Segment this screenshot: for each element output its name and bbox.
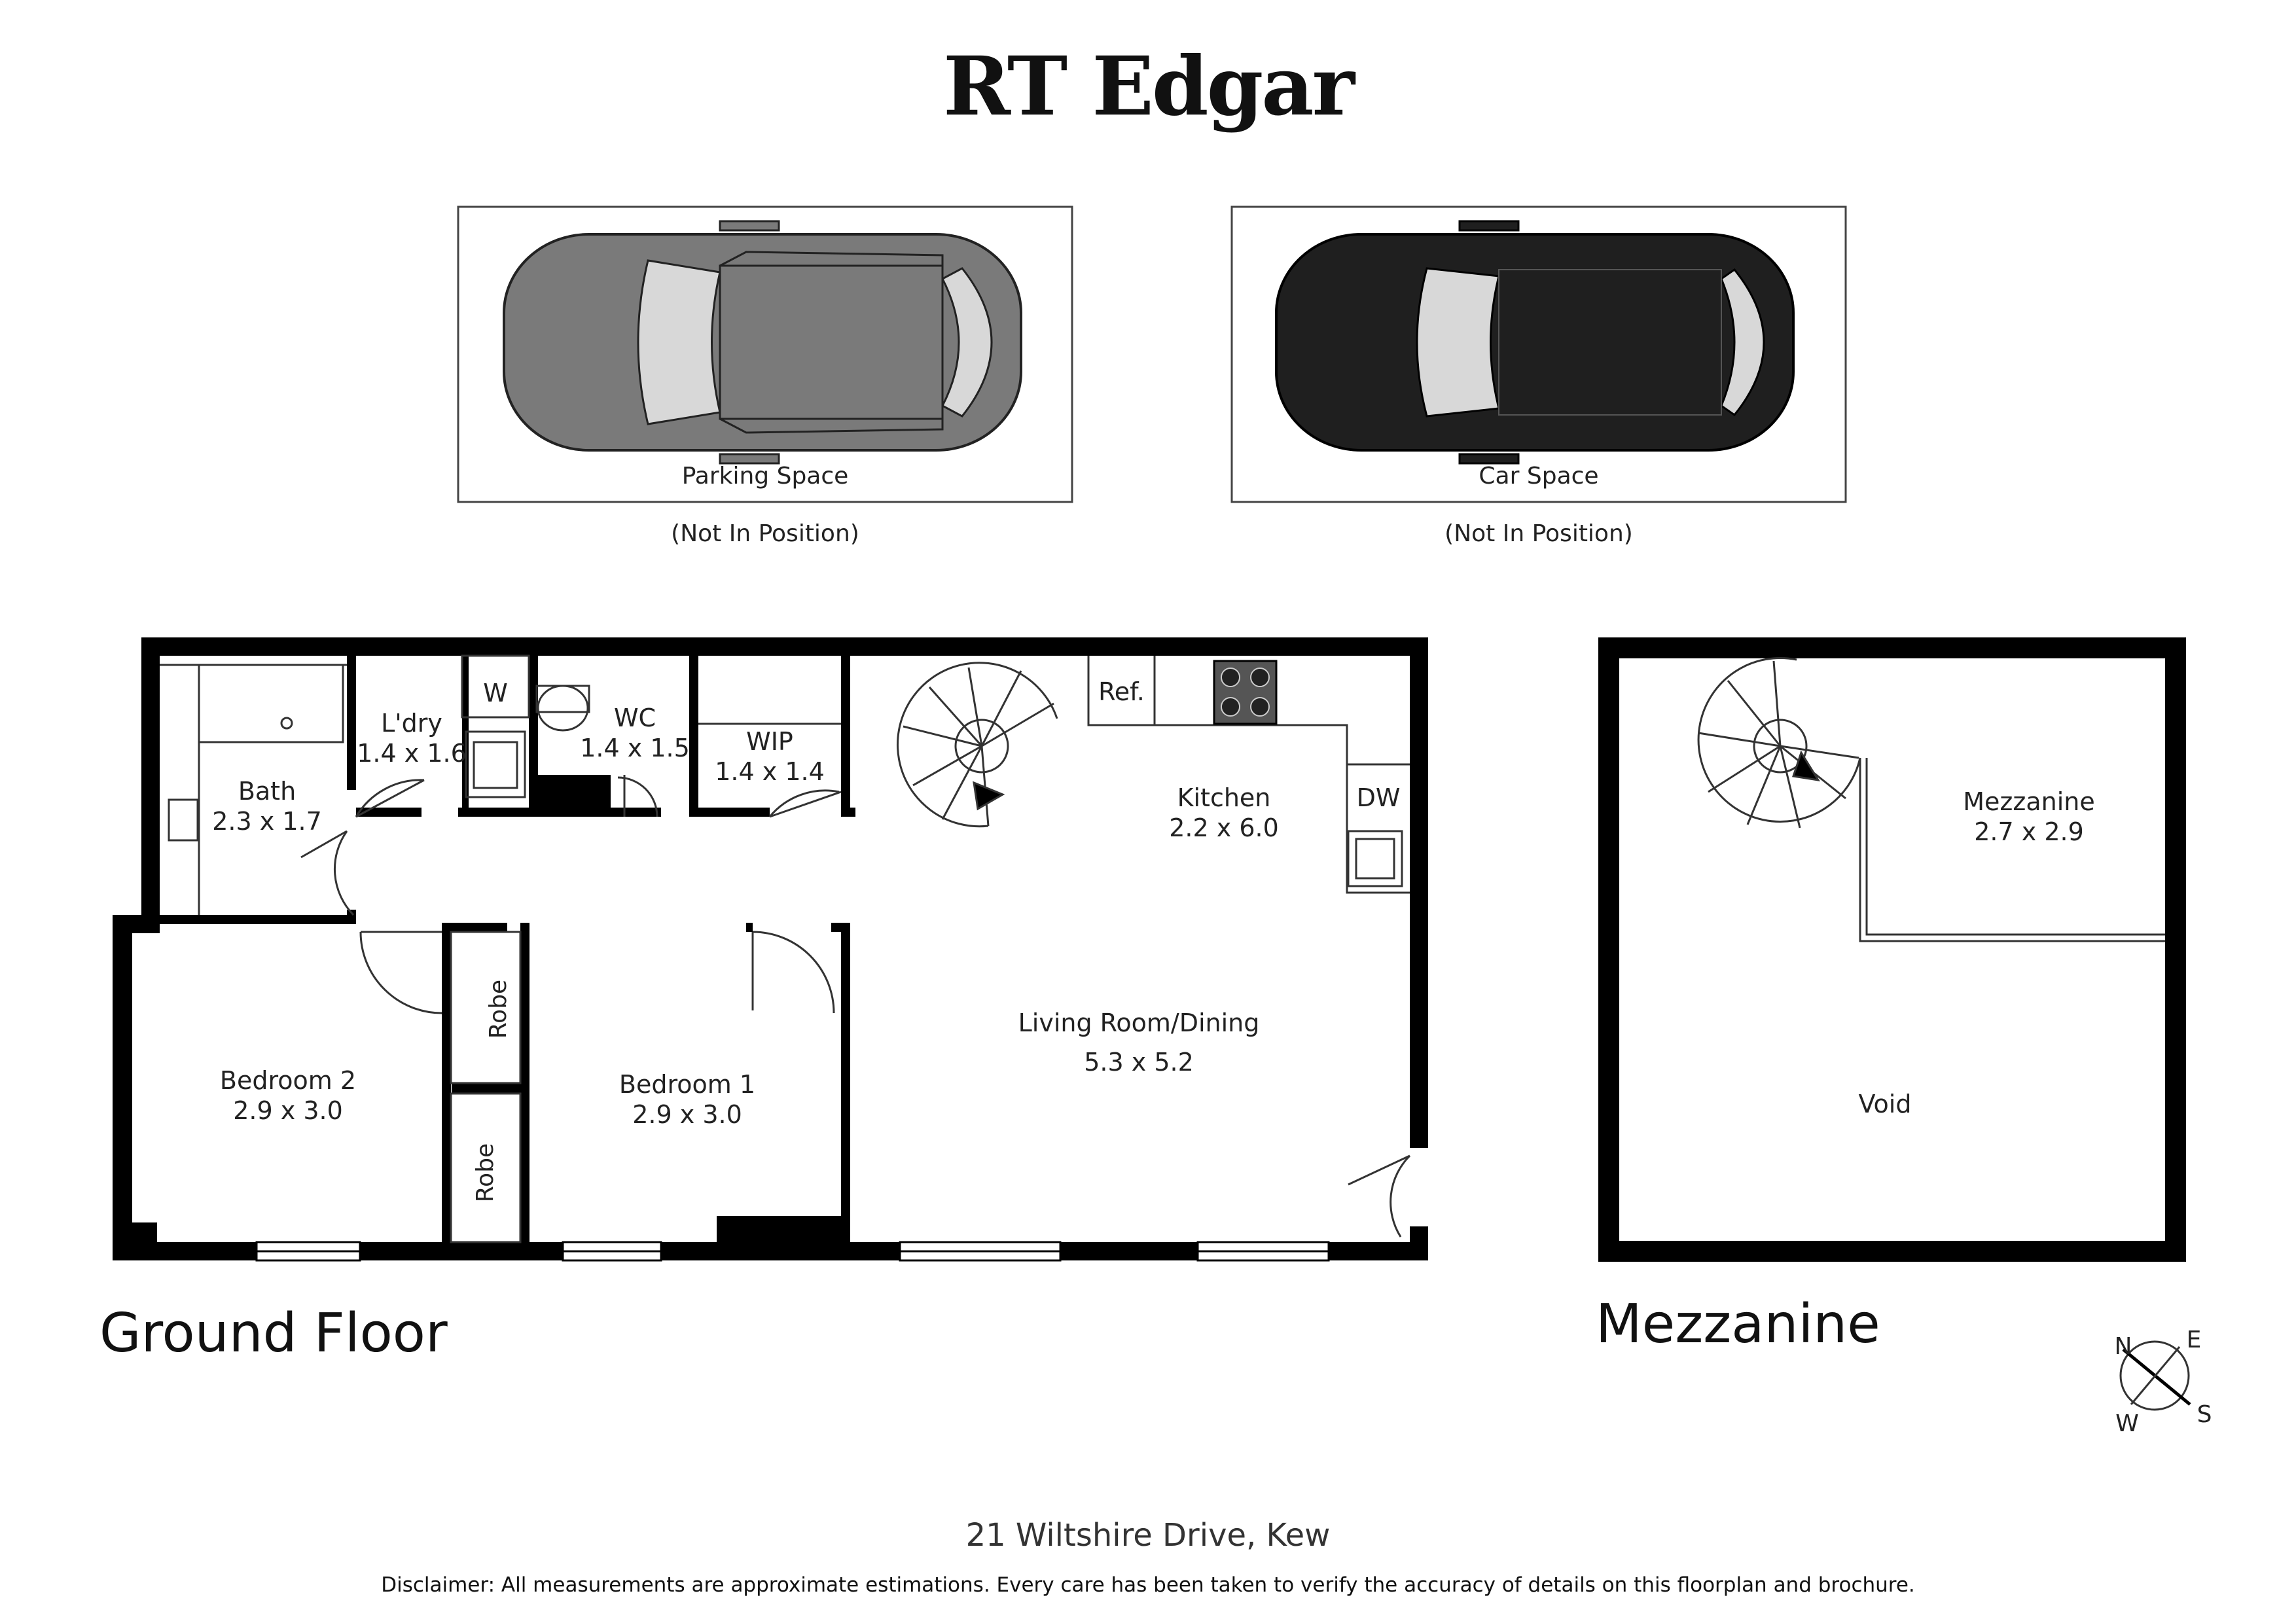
room-mezzanine: Mezzanine 2.7 x 2.9: [1931, 787, 2127, 847]
room-wip: WIP 1.4 x 1.4: [698, 726, 841, 787]
parking-space-box: [457, 205, 1073, 503]
door-swings: [300, 775, 1411, 1238]
ground-floor-walls: [113, 637, 1428, 1260]
room-bedroom-1-name: Bedroom 1: [619, 1070, 756, 1099]
room-wc-dim: 1.4 x 1.5: [580, 734, 690, 762]
car-space-label: Car Space: [1479, 463, 1599, 490]
room-living-name: Living Room/Dining: [1018, 1008, 1260, 1037]
room-wc: WC 1.4 x 1.5: [576, 703, 694, 763]
room-laundry-dim: 1.4 x 1.6: [357, 739, 467, 768]
room-kitchen-dim: 2.2 x 6.0: [1169, 813, 1279, 842]
room-bath-name: Bath: [238, 777, 296, 806]
room-laundry: L'dry 1.4 x 1.6: [356, 708, 467, 768]
brand-logo: RT Edgar: [943, 39, 1355, 134]
room-bedroom-2: Bedroom 2 2.9 x 3.0: [203, 1065, 373, 1126]
ground-floor-title: Ground Floor: [99, 1302, 448, 1364]
room-kitchen-name: Kitchen: [1177, 783, 1271, 812]
disclaimer-text: Disclaimer: All measurements are approxi…: [381, 1573, 1915, 1597]
car-space-note: (Not In Position): [1444, 520, 1633, 547]
room-bedroom-1: Bedroom 1 2.9 x 3.0: [602, 1069, 772, 1130]
car-space-box: [1230, 205, 1847, 503]
room-bath-dim: 2.3 x 1.7: [212, 807, 322, 836]
robe-2-label: Robe: [472, 1143, 499, 1203]
room-living-dining: Living Room/Dining 5.3 x 5.2: [982, 1008, 1296, 1077]
spiral-stair-mezzanine: [1697, 657, 1861, 829]
mezzanine-title: Mezzanine: [1596, 1293, 1880, 1355]
room-wip-dim: 1.4 x 1.4: [715, 757, 825, 786]
compass-w: W: [2115, 1410, 2139, 1437]
room-mezzanine-dim: 2.7 x 2.9: [1974, 817, 2084, 846]
compass-icon: [2119, 1340, 2191, 1411]
mezzanine-walls: [1598, 637, 2186, 1262]
parking-space-label: Parking Space: [681, 463, 849, 490]
spiral-stair-ground: [897, 662, 1058, 828]
room-bedroom-1-dim: 2.9 x 3.0: [632, 1100, 742, 1129]
room-kitchen: Kitchen 2.2 x 6.0: [1152, 783, 1296, 843]
car-grey-icon: [503, 220, 1022, 465]
compass-s: S: [2197, 1401, 2212, 1428]
room-wc-name: WC: [613, 704, 656, 732]
robe-1-label: Robe: [485, 979, 512, 1039]
car-black-icon: [1275, 220, 1795, 465]
fridge-label: Ref.: [1098, 677, 1145, 706]
parking-space-note: (Not In Position): [671, 520, 859, 547]
room-bedroom-2-dim: 2.9 x 3.0: [233, 1096, 343, 1125]
cooktop-icon: [1213, 660, 1278, 725]
compass-n: N: [2114, 1333, 2132, 1360]
void-label: Void: [1858, 1090, 1912, 1118]
dishwasher-label: DW: [1356, 783, 1401, 812]
room-wip-name: WIP: [746, 727, 793, 756]
room-bedroom-2-name: Bedroom 2: [219, 1066, 357, 1095]
room-living-dim: 5.3 x 5.2: [1084, 1048, 1194, 1077]
property-address: 21 Wiltshire Drive, Kew: [965, 1517, 1331, 1554]
ground-floor-fixtures: [160, 654, 1410, 1243]
compass-e: E: [2186, 1327, 2202, 1353]
room-laundry-name: L'dry: [381, 709, 442, 738]
room-bath: Bath 2.3 x 1.7: [202, 776, 332, 836]
room-w-label: W: [483, 679, 508, 707]
ground-floor-windows: [255, 1241, 1330, 1262]
mezzanine-balustrade: [1859, 758, 2165, 942]
room-mezzanine-name: Mezzanine: [1963, 787, 2095, 816]
